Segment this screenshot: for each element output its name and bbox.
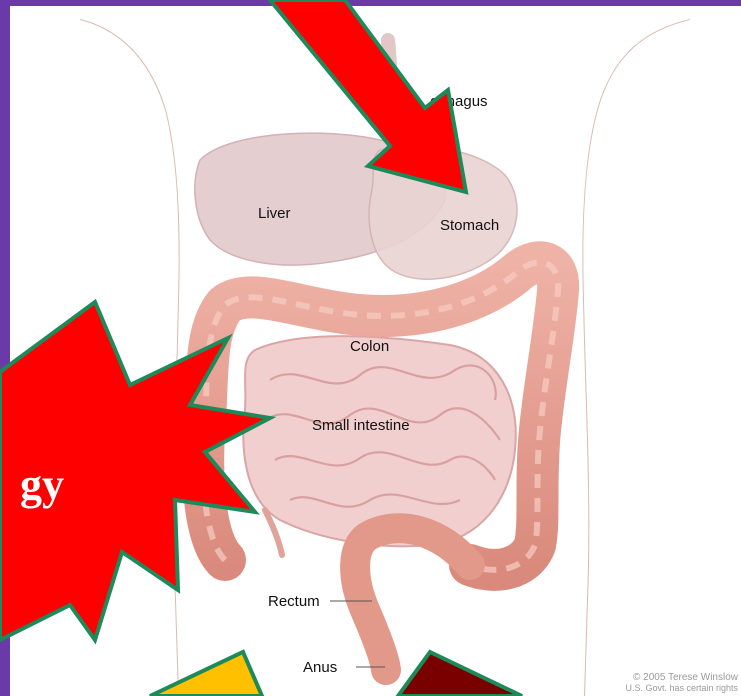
credit-line-2: U.S. Govt. has certain rights xyxy=(625,683,738,693)
starburst-text: gy xyxy=(20,460,64,509)
label-small-intestine: Small intestine xyxy=(312,417,410,434)
label-rectum: Rectum xyxy=(268,593,320,610)
label-liver: Liver xyxy=(258,205,291,222)
label-colon: Colon xyxy=(350,338,389,355)
right-outside xyxy=(583,20,741,696)
label-stomach: Stomach xyxy=(440,217,499,234)
credit-line-1: © 2005 Terese Winslow xyxy=(633,672,739,683)
label-anus: Anus xyxy=(303,659,337,676)
